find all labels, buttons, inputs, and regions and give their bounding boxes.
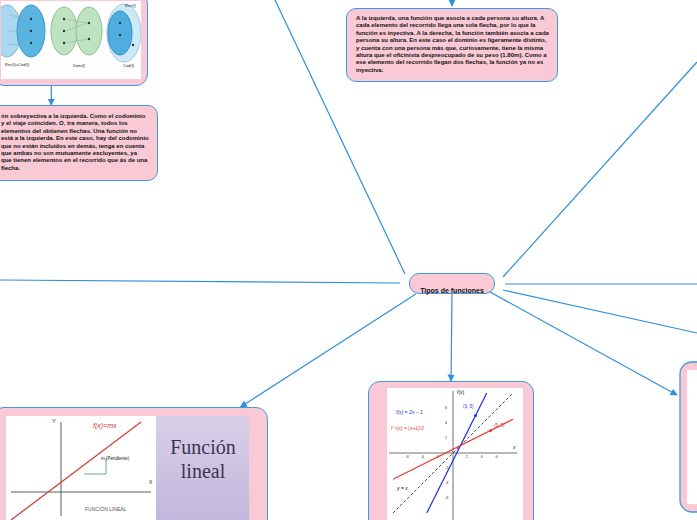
central-topic: Tipos de funciones <box>409 273 495 294</box>
graph-label: (5, 3) <box>494 423 505 428</box>
inverse-function-graph <box>387 388 523 520</box>
graph-label: Función lineal <box>165 435 241 483</box>
image-box: f(x) x f(x) = 2x − 1 f⁻¹(x) = (x+1)/2 (3, 5)… <box>368 381 534 520</box>
graph-label: Dom(f) <box>73 63 85 68</box>
graph-label: -4 <box>421 455 424 459</box>
graph-label: (3, 5) <box>463 404 474 409</box>
graph-label: -6 <box>406 455 409 459</box>
graph-label: m (Pendiente) <box>101 456 129 461</box>
graph-label: Rec(f) <box>125 3 136 8</box>
graph-label: f(x) <box>457 389 464 395</box>
graph-label: 4 <box>481 455 483 459</box>
image-box: Rec(f)=Cod(f) Dom(f) Cod(f) Rec(f) <box>0 0 148 86</box>
graph-label: X <box>149 479 152 485</box>
image-box: Función lineal Yf(x)=mx m (Pendiente) X FUNC… <box>0 407 268 520</box>
text-box: A la izquierda, una función que asocia a… <box>346 8 558 82</box>
topic-label: Tipos de funciones <box>420 286 484 295</box>
graph-label: 6 <box>445 406 447 410</box>
graph-label: x <box>513 444 516 450</box>
graph-label: f(x) = 2x − 1 <box>396 409 423 415</box>
connector <box>51 86 52 105</box>
graph-label: -6 <box>445 496 448 500</box>
graph-label: 2 <box>466 455 468 459</box>
note-text: ón sobreyectiva a la izquierda. Como el … <box>1 113 149 172</box>
graph-label: -2 <box>445 466 448 470</box>
connector <box>451 294 452 381</box>
sets-illustration <box>1 1 141 79</box>
graph-label: -2 <box>436 455 439 459</box>
graph-label: -4 <box>445 481 448 485</box>
graph-label: y = x <box>397 485 408 491</box>
graph-label: f(x)=mx <box>93 422 117 429</box>
graph-label: 4 <box>445 421 447 425</box>
graph-label: Rec(f)=Cod(f) <box>5 62 29 67</box>
text-box: ón sobreyectiva a la izquierda. Como el … <box>0 105 158 181</box>
graph-label: Y <box>52 418 56 424</box>
graph-label: 2 <box>445 436 447 440</box>
graph-label: FUNCIÓN LINEAL <box>85 506 126 512</box>
graph-label: f⁻¹(x) = (x+1)/2 <box>391 425 424 431</box>
graph-label: Cod(f) <box>123 63 134 68</box>
note-text: A la izquierda, una función que asocia a… <box>356 15 549 74</box>
graph-label: 6 <box>496 455 498 459</box>
